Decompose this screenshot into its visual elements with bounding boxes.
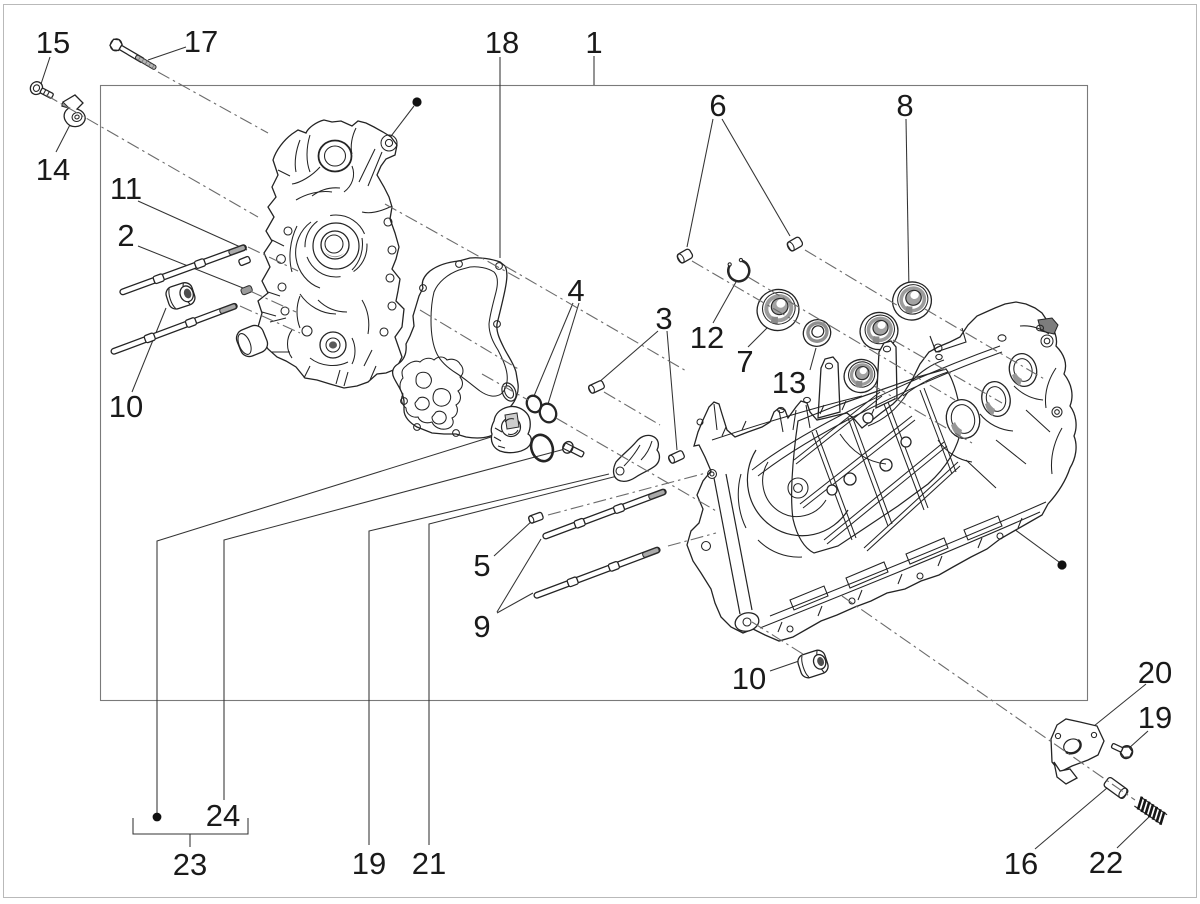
svg-text:5: 5 <box>473 548 490 583</box>
svg-text:24: 24 <box>206 798 240 833</box>
svg-text:17: 17 <box>184 24 218 59</box>
svg-text:23: 23 <box>173 847 207 882</box>
svg-text:16: 16 <box>1004 846 1038 881</box>
svg-text:13: 13 <box>772 365 806 400</box>
svg-text:7: 7 <box>736 344 753 379</box>
svg-text:15: 15 <box>36 25 70 60</box>
svg-text:19: 19 <box>1138 700 1172 735</box>
svg-text:3: 3 <box>655 301 672 336</box>
svg-text:12: 12 <box>690 320 724 355</box>
svg-text:8: 8 <box>896 88 913 123</box>
svg-text:2: 2 <box>117 218 134 253</box>
svg-text:19: 19 <box>352 846 386 881</box>
svg-text:18: 18 <box>485 25 519 60</box>
svg-text:10: 10 <box>109 389 143 424</box>
svg-text:4: 4 <box>567 273 584 308</box>
svg-text:22: 22 <box>1089 845 1123 880</box>
svg-text:10: 10 <box>732 661 766 696</box>
svg-text:6: 6 <box>709 88 726 123</box>
svg-text:21: 21 <box>412 846 446 881</box>
svg-text:14: 14 <box>36 152 70 187</box>
svg-text:1: 1 <box>585 25 602 60</box>
svg-text:20: 20 <box>1138 655 1172 690</box>
svg-text:9: 9 <box>473 609 490 644</box>
svg-text:11: 11 <box>110 171 142 206</box>
